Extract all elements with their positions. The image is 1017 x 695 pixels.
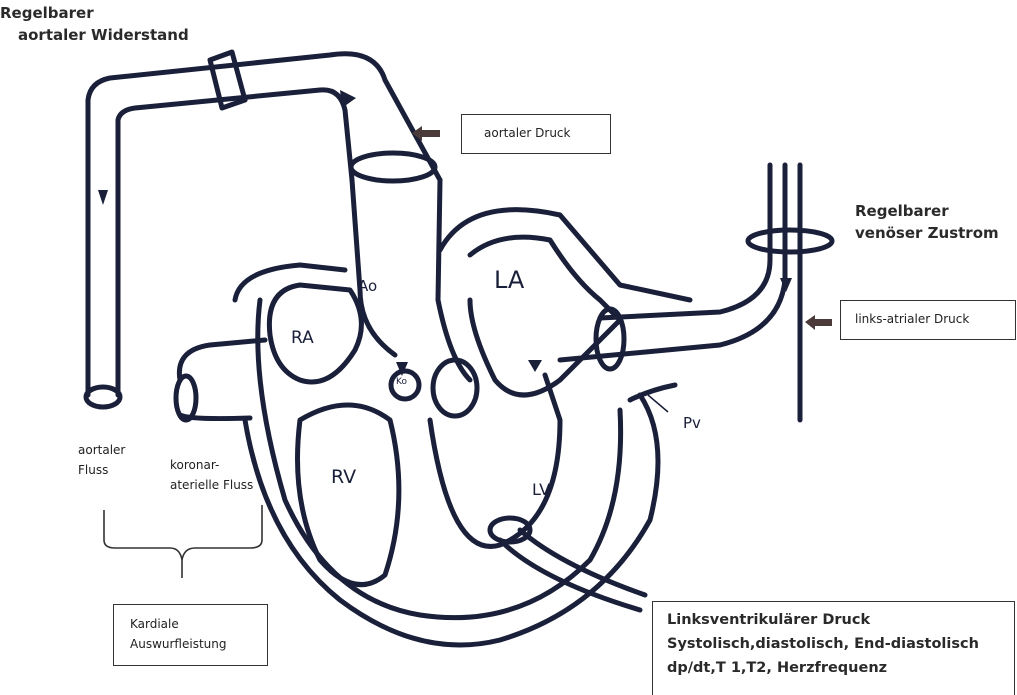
left-atrium-outer	[440, 210, 690, 300]
resistance-title: Regelbarer aortaler Widerstand	[0, 2, 189, 46]
aortic-pressure-box: aortaler Druck	[461, 114, 611, 154]
resistance-title-line2: aortaler Widerstand	[0, 24, 189, 46]
cardiac-output-line2: Auswurfleistung	[130, 634, 267, 654]
resistance-title-line1: Regelbarer	[0, 2, 189, 24]
pulmonary-vein-stub	[630, 385, 675, 400]
coronary-flow-line1: koronar-	[170, 455, 253, 475]
la-pressure-arrow	[805, 315, 832, 330]
aortic-flow-label: aortaler Fluss	[78, 440, 125, 480]
flow-arrow-la	[528, 360, 542, 372]
flow-arrow-aorta	[340, 90, 356, 108]
la-pressure-box: links-atrialer Druck	[840, 300, 1016, 340]
aorta-right-wall	[438, 180, 470, 380]
venous-title-line1: Regelbarer	[855, 200, 999, 222]
aortic-tube-end	[86, 387, 120, 407]
aorta-ring	[351, 153, 435, 181]
label-la: LA	[494, 266, 524, 294]
label-pv: Pv	[683, 414, 701, 432]
label-lv: LV	[532, 480, 550, 499]
aorta-valve-ring	[433, 360, 477, 416]
aortic-tube-inner	[118, 90, 352, 395]
lv-pressure-box: Linksventrikulärer Druck Systolisch,dias…	[652, 601, 1015, 695]
label-ko: Ko	[396, 377, 407, 387]
vena-cava-end	[176, 376, 196, 420]
label-rv: RV	[331, 466, 356, 488]
lv-catheter-b	[520, 530, 645, 595]
la-pressure-label: links-atrialer Druck	[855, 312, 969, 326]
venous-title-line2: venöser Zustrom	[855, 222, 999, 244]
output-brace	[104, 505, 262, 578]
coronary-flow-label: koronar- aterielle Fluss	[170, 455, 253, 495]
aortic-flow-line1: aortaler	[78, 440, 125, 460]
right-atrium	[269, 285, 361, 382]
lv-pressure-line3: dp/dt,T 1,T2, Herzfrequenz	[667, 656, 1014, 680]
coronary-flow-line2: aterielle Fluss	[170, 475, 253, 495]
aortic-flow-line2: Fluss	[78, 460, 125, 480]
label-ao: Ao	[358, 277, 377, 295]
venous-pipe-b	[560, 165, 785, 360]
venous-pipe-a	[600, 165, 770, 318]
cardiac-output-box: Kardiale Auswurfleistung	[113, 604, 268, 666]
venous-title: Regelbarer venöser Zustrom	[855, 200, 999, 244]
venous-clamp	[748, 230, 832, 252]
label-ra: RA	[291, 328, 314, 348]
flow-arrow-down-left	[98, 190, 108, 205]
lv-pressure-line1: Linksventrikulärer Druck	[667, 608, 1014, 632]
lv-pressure-line2: Systolisch,diastolisch, End-diastolisch	[667, 632, 1014, 656]
pv-pointer	[648, 395, 668, 412]
right-ventricle	[298, 405, 399, 585]
cardiac-output-line1: Kardiale	[130, 614, 267, 634]
aorta-left-wall	[352, 180, 395, 355]
aortic-pressure-label: aortaler Druck	[484, 126, 570, 140]
